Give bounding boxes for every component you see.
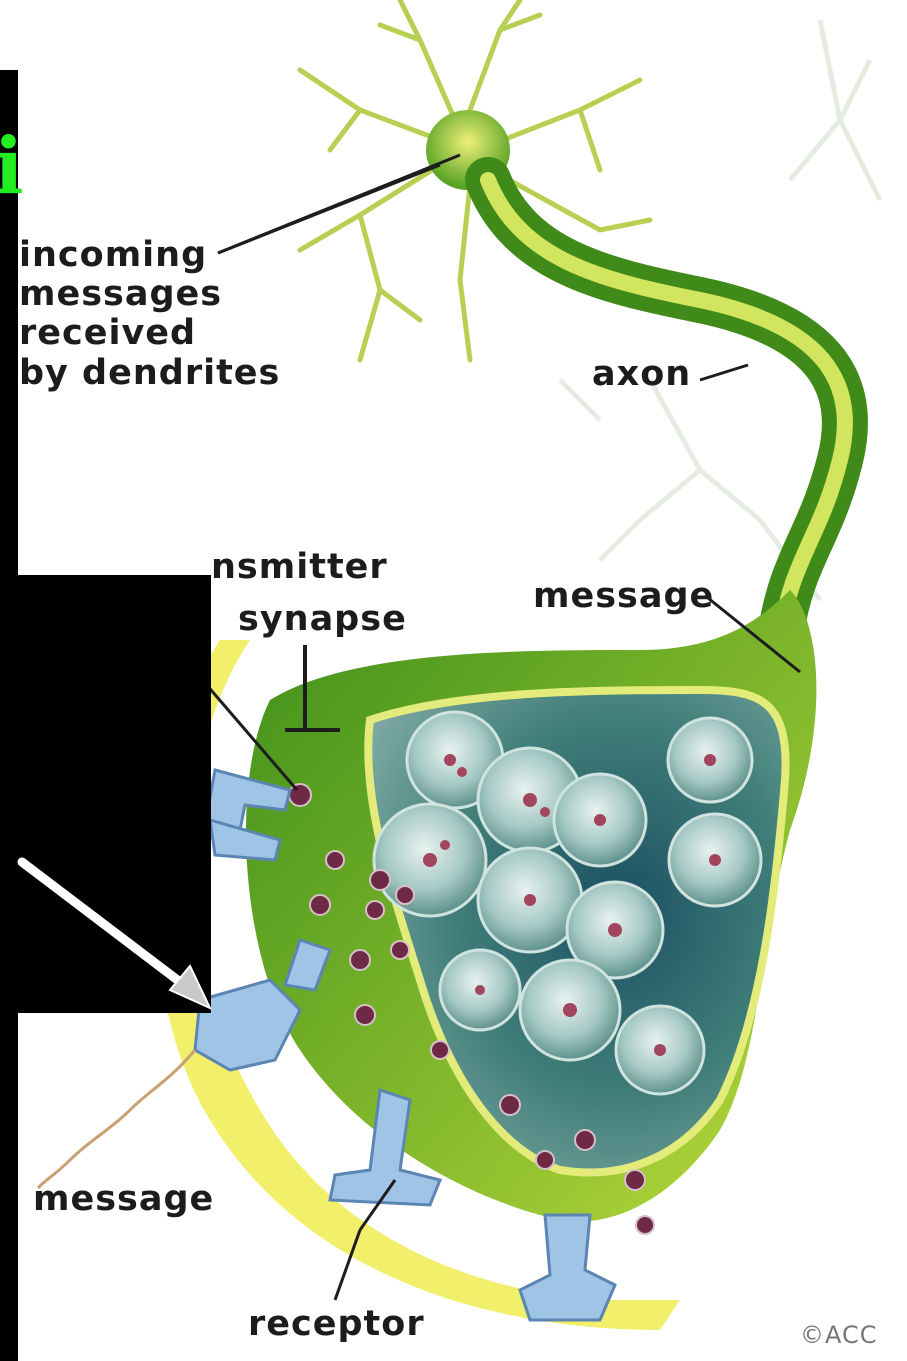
label-line: messages (19, 275, 280, 314)
label-line: received (19, 314, 280, 353)
label-neurotransmitter: nsmitter (211, 548, 388, 587)
label-axon: axon (592, 355, 691, 394)
label-receptor: receptor (248, 1305, 425, 1344)
label-message-top: message (533, 577, 714, 616)
label-incoming-messages: incoming messages received by dendrites (19, 236, 280, 393)
label-line: by dendrites (19, 354, 280, 393)
copyright-text: ©ACC (800, 1322, 878, 1349)
label-message-bottom: message (33, 1180, 214, 1219)
label-synapse: synapse (238, 600, 407, 639)
label-line: incoming (19, 236, 280, 275)
